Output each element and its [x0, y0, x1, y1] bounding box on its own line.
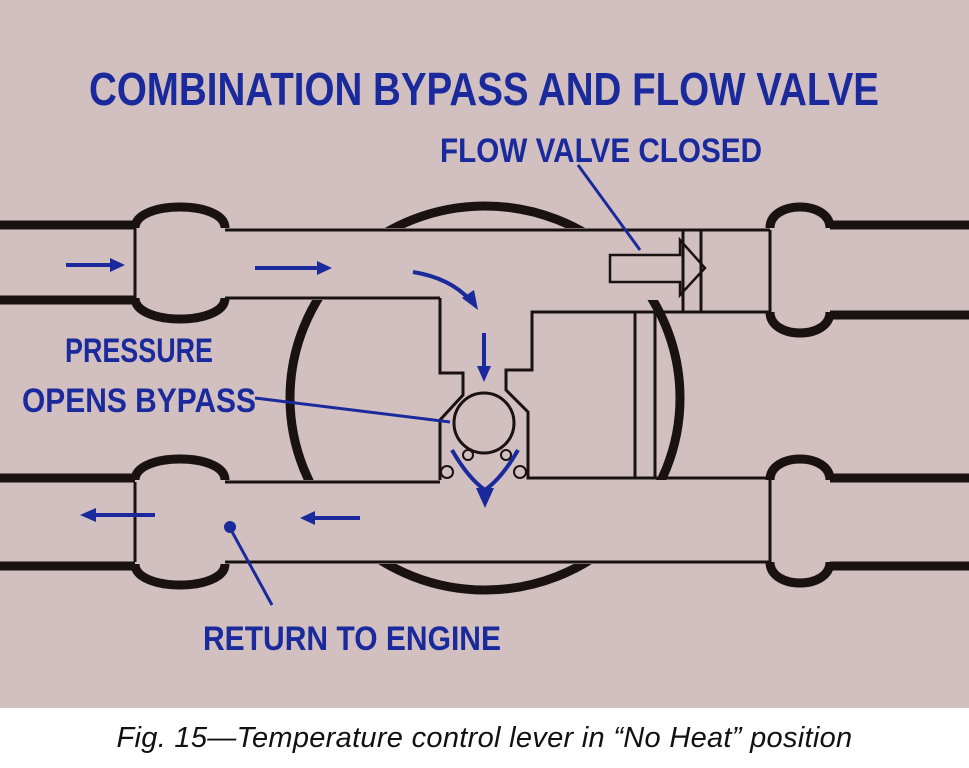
valve-diagram: COMBINATION BYPASS AND FLOW VALVE FLOW V…	[0, 63, 969, 658]
flow-valve-arrow	[608, 236, 707, 299]
diagram-title: COMBINATION BYPASS AND FLOW VALVE	[89, 63, 879, 115]
leader-lines	[224, 164, 642, 606]
flow-valve-label: FLOW VALVE CLOSED	[440, 132, 762, 170]
valve-body	[0, 201, 969, 595]
figure-caption: Fig. 15—Temperature control lever in “No…	[116, 722, 853, 754]
bypass-ball	[452, 391, 516, 455]
pressure-label-line2: OPENS BYPASS	[22, 382, 256, 420]
housing-circle	[285, 201, 685, 595]
pressure-label-line1: PRESSURE	[65, 332, 213, 370]
return-label: RETURN TO ENGINE	[203, 620, 501, 658]
flow-arrows	[66, 258, 520, 525]
